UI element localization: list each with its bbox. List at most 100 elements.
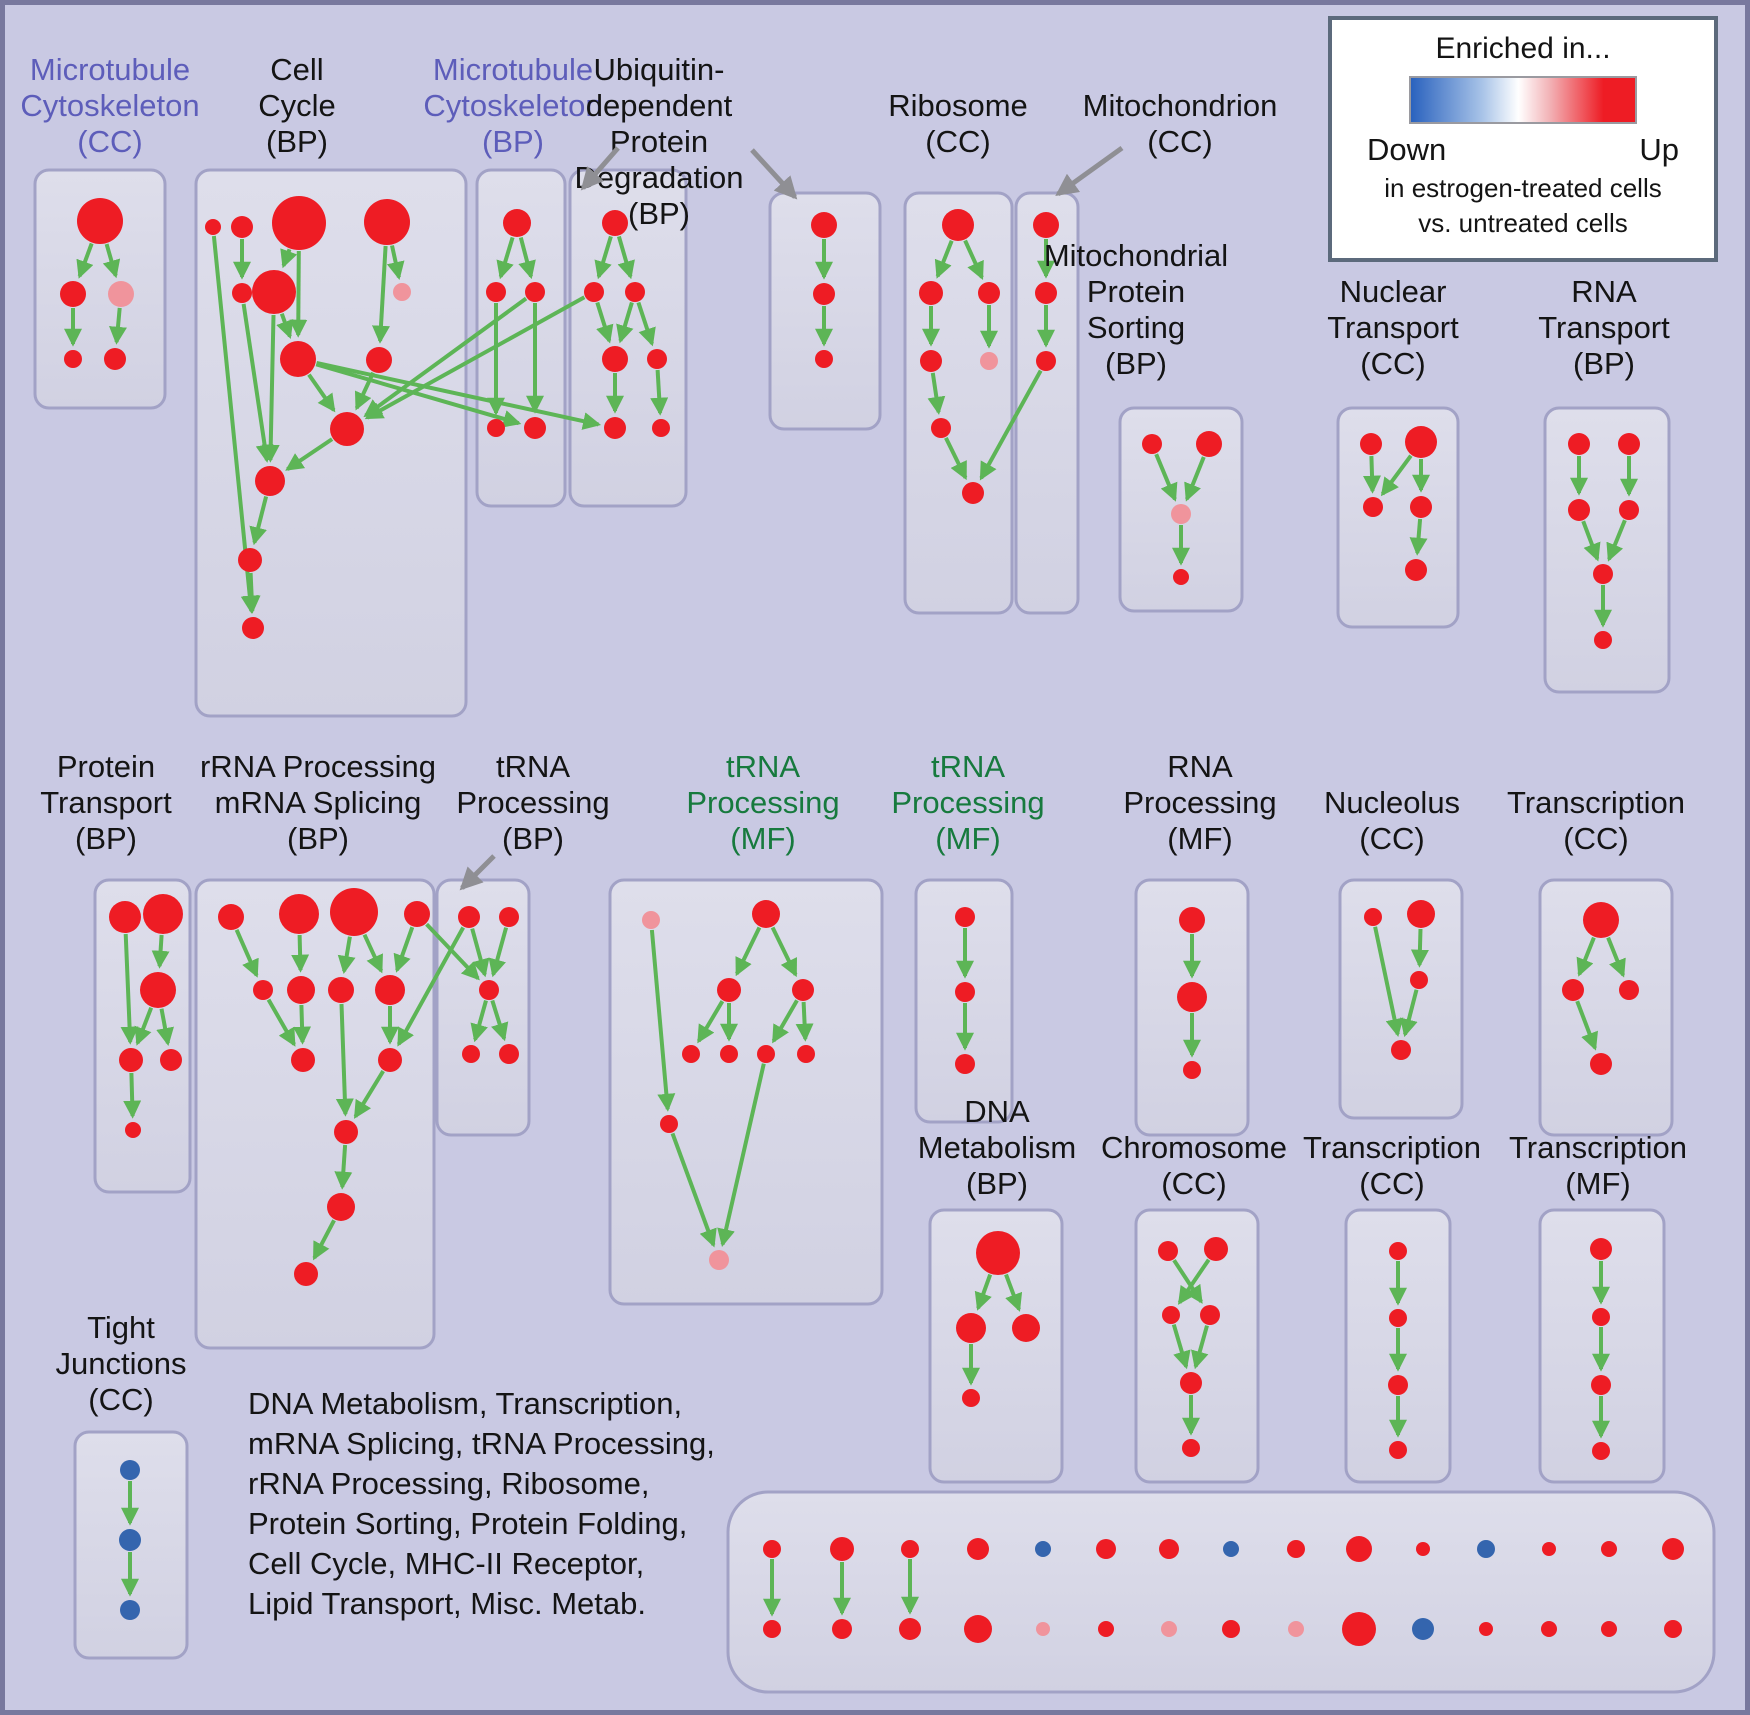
gene-set-node: [1183, 1061, 1201, 1079]
relation-arrow: [470, 928, 490, 978]
gene-set-node: [330, 412, 364, 446]
gene-set-node: [1477, 1540, 1495, 1558]
gene-set-node: [1036, 351, 1056, 371]
gene-set-node: [486, 282, 506, 302]
relation-arrow: [595, 301, 614, 344]
gene-set-node: [120, 1600, 140, 1620]
gene-set-node: [238, 548, 262, 572]
relation-arrow: [364, 295, 586, 420]
relation-arrow: [934, 240, 954, 279]
gene-set-node: [334, 1120, 358, 1144]
gene-set-node: [364, 199, 410, 245]
cluster-label: Transcription(CC): [1507, 785, 1685, 856]
gene-set-node: [1159, 1539, 1179, 1559]
cluster-box-rrna-processing-mrna-splicing: [194, 878, 436, 1350]
relation-arrow: [1581, 520, 1601, 562]
gene-set-node: [1182, 1439, 1200, 1457]
relation-arrow: [1154, 453, 1178, 502]
gene-set-node: [962, 482, 984, 504]
relation-arrow: [795, 1001, 814, 1042]
gene-set-node: [1035, 1541, 1051, 1557]
gene-set-node: [920, 350, 942, 372]
gene-set-node: [294, 1262, 318, 1286]
legend-axis-labels: Down Up: [1367, 132, 1679, 168]
cluster-box-misc-processes: [726, 1490, 1716, 1694]
gene-set-node: [1180, 1372, 1202, 1394]
relation-arrow: [334, 1144, 353, 1190]
gene-set-node: [967, 1538, 989, 1560]
gene-set-node: [602, 210, 628, 236]
gene-set-node: [584, 282, 604, 302]
label-pointer-arrow: [459, 854, 496, 891]
gene-set-node: [1012, 1314, 1040, 1342]
gene-set-node: [499, 907, 519, 927]
relation-arrow: [735, 926, 762, 977]
gene-set-node: [604, 417, 626, 439]
relation-arrow: [490, 999, 509, 1042]
gene-set-node: [792, 979, 814, 1001]
gene-set-node: [119, 1529, 141, 1551]
gene-set-node: [1590, 1053, 1612, 1075]
cluster-label: Transcription(CC): [1303, 1130, 1481, 1201]
gene-set-node: [291, 1048, 315, 1072]
gene-set-node: [487, 419, 505, 437]
gene-set-node: [1364, 908, 1382, 926]
relation-arrow: [289, 250, 308, 338]
cluster-label: Nucleolus(CC): [1324, 785, 1460, 856]
gene-set-node: [60, 281, 86, 307]
relation-arrow: [242, 572, 261, 614]
gene-set-node: [287, 976, 315, 1004]
relation-arrow: [337, 936, 356, 974]
relation-arrow: [123, 1072, 142, 1119]
relation-arrow: [241, 303, 274, 463]
cluster-label: Transcription(MF): [1509, 1130, 1687, 1201]
relation-arrow: [315, 362, 522, 428]
gene-set-node: [942, 209, 974, 241]
gene-set-node: [253, 980, 273, 1000]
gene-set-node: [393, 283, 411, 301]
gene-set-node: [1389, 1441, 1407, 1459]
legend-subtitle-2: vs. untreated cells: [1418, 208, 1628, 238]
gene-set-node: [1171, 504, 1191, 524]
relation-arrow: [386, 245, 405, 280]
gene-set-node: [1360, 433, 1382, 455]
gene-set-node: [1592, 1308, 1610, 1326]
legend-down-label: Down: [1367, 132, 1447, 167]
cluster-box-trna-processing-mf-a: [608, 878, 884, 1306]
relation-arrow: [1172, 1259, 1203, 1304]
gene-set-node: [955, 907, 975, 927]
label-pointer-arrow: [1055, 145, 1124, 197]
legend-subtitle-1: in estrogen-treated cells: [1384, 173, 1662, 203]
gene-set-node: [404, 901, 430, 927]
relation-arrow: [670, 1132, 717, 1248]
gene-set-node: [120, 1460, 140, 1480]
gene-set-node: [104, 348, 126, 370]
gene-set-node: [1618, 433, 1640, 455]
gene-set-node: [1479, 1622, 1493, 1636]
gene-set-node: [1591, 1375, 1611, 1395]
gene-set-node: [255, 466, 285, 496]
gene-set-node: [763, 1620, 781, 1638]
gene-set-node: [1593, 564, 1613, 584]
relation-arrow: [266, 998, 296, 1047]
legend-title: Enriched in...: [1435, 32, 1611, 65]
gene-set-node: [1416, 1542, 1430, 1556]
relation-arrow: [1184, 456, 1206, 502]
relation-arrow: [109, 307, 127, 345]
relation-arrow: [594, 235, 613, 280]
cluster-box-chromosome: [1134, 1208, 1260, 1484]
gene-set-node: [757, 1045, 775, 1063]
gene-set-node: [1389, 1242, 1407, 1260]
relation-arrow: [1380, 454, 1413, 497]
gene-set-node: [1619, 500, 1639, 520]
relation-arrow: [717, 1063, 766, 1248]
legend-box: Enriched in... Down Up in estrogen-treat…: [1328, 16, 1718, 262]
